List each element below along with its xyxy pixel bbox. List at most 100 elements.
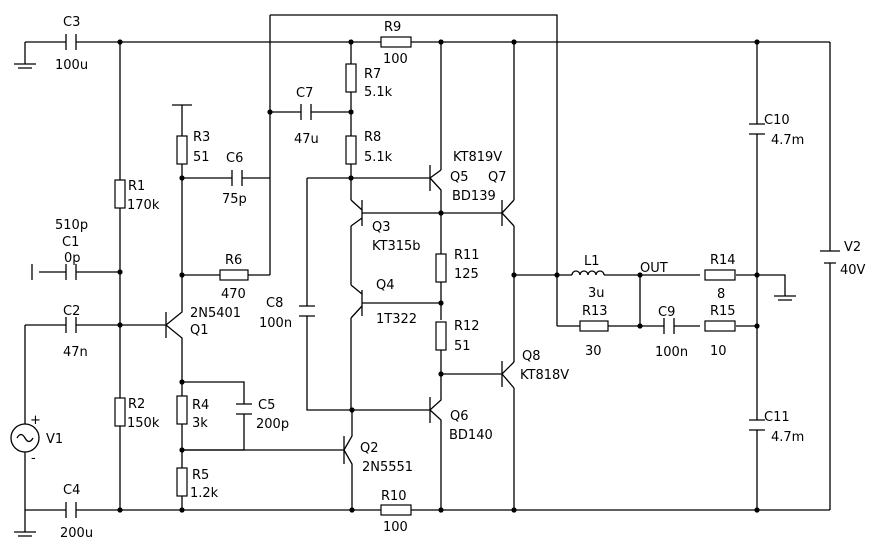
resistor-r15: R15 10 xyxy=(704,304,736,359)
c10-ref: C10 xyxy=(764,113,790,128)
r8-value: 5.1k xyxy=(364,150,393,165)
c1-alt-value: 510p xyxy=(55,218,88,233)
junction-dot xyxy=(267,109,273,115)
c2-value: 47n xyxy=(63,345,88,360)
c5-ref: C5 xyxy=(258,398,275,413)
r15-ref: R15 xyxy=(710,304,736,319)
resistor-r6: R6 470 xyxy=(219,253,249,302)
resistor-r11: R11 125 xyxy=(435,248,480,283)
junction-dot xyxy=(438,371,444,377)
q7-ref: Q7 xyxy=(488,170,507,185)
junction-dot xyxy=(754,507,760,513)
transistor-q1: 2N5401 Q1 xyxy=(165,306,241,338)
q1-type: 2N5401 xyxy=(190,306,241,321)
q8-ref: Q8 xyxy=(522,349,541,364)
resistor-r2: R2 150k xyxy=(114,397,160,431)
l1-value: 3u xyxy=(588,286,605,301)
transistor-q4: Q4 1T322 xyxy=(361,278,417,327)
c4-value: 200u xyxy=(60,526,93,541)
r9-value: 100 xyxy=(383,52,408,67)
junction-dot xyxy=(117,269,123,275)
resistor-r8: R8 5.1k xyxy=(345,130,393,165)
r2-ref: R2 xyxy=(128,397,145,412)
c11-value: 4.7m xyxy=(771,430,804,445)
c2-ref: C2 xyxy=(63,304,80,319)
r7-ref: R7 xyxy=(364,67,381,82)
junction-dot xyxy=(117,39,123,45)
v1-ref: V1 xyxy=(46,432,63,447)
transistor-q6: Q6 BD140 xyxy=(429,397,493,443)
r5-ref: R5 xyxy=(192,468,209,483)
junction-dots xyxy=(117,39,760,513)
junction-dot xyxy=(348,175,354,181)
l1-ref: L1 xyxy=(584,254,600,269)
junction-dot xyxy=(511,507,517,513)
junction-dot xyxy=(438,39,444,45)
junction-dot xyxy=(348,109,354,115)
r13-value: 30 xyxy=(585,344,602,359)
q5-ref: Q5 xyxy=(450,170,469,185)
junction-dot xyxy=(637,272,643,278)
q2-type: 2N5551 xyxy=(362,460,413,475)
capacitor-c7: C7 47u xyxy=(294,86,319,147)
transistor-q2: Q2 2N5551 xyxy=(343,436,413,475)
c10-value: 4.7m xyxy=(771,133,804,148)
junction-dot xyxy=(754,39,760,45)
r10-value: 100 xyxy=(383,520,408,535)
inductor-l1: L1 3u xyxy=(571,254,605,301)
v1-plus: + xyxy=(30,413,41,428)
c1-value: 0p xyxy=(64,251,81,266)
r11-value: 125 xyxy=(454,267,479,282)
v2-ref: V2 xyxy=(844,240,861,255)
r7-value: 5.1k xyxy=(364,85,393,100)
transistor-q7: Q7 xyxy=(488,170,507,226)
ground-c4-icon xyxy=(14,531,36,537)
r8-ref: R8 xyxy=(364,130,381,145)
junction-dot xyxy=(117,322,123,328)
resistor-r1: R1 170k xyxy=(114,179,160,213)
r11-ref: R11 xyxy=(454,248,480,263)
junction-dot xyxy=(637,323,643,329)
capacitor-c5: C5 200p xyxy=(236,398,289,432)
c8-value: 100n xyxy=(259,316,292,331)
transistor-q3: Q3 KT315b xyxy=(361,200,421,254)
junction-dot xyxy=(754,272,760,278)
r4-value: 3k xyxy=(192,416,208,431)
q6-ref: Q6 xyxy=(450,409,469,424)
q8-type: KT818V xyxy=(520,368,569,383)
q5-type-alt: KT819V xyxy=(453,150,502,165)
q3-type: KT315b xyxy=(372,239,421,254)
resistor-r5: R5 1.2k xyxy=(176,467,219,501)
r4-ref: R4 xyxy=(192,398,209,413)
resistor-r9: R9 100 xyxy=(380,20,412,67)
capacitor-c4: C4 200u xyxy=(60,483,93,541)
r1-ref: R1 xyxy=(128,179,145,194)
c1-ref: C1 xyxy=(62,235,79,250)
q2-ref: Q2 xyxy=(360,441,379,456)
ground-output-icon xyxy=(774,295,796,301)
c8-ref: C8 xyxy=(266,296,283,311)
transistor-q8: Q8 KT818V xyxy=(501,349,569,387)
capacitor-c11: C11 4.7m xyxy=(749,410,804,445)
r14-ref: R14 xyxy=(710,253,736,268)
capacitor-c6: C6 75p xyxy=(222,151,247,207)
r5-value: 1.2k xyxy=(190,486,219,501)
r6-ref: R6 xyxy=(225,253,242,268)
c3-value: 100u xyxy=(55,58,88,73)
c5-value: 200p xyxy=(256,417,289,432)
q4-ref: Q4 xyxy=(376,278,395,293)
capacitor-c1: 510p C1 0p xyxy=(55,218,88,280)
c9-ref: C9 xyxy=(658,305,675,320)
r3-ref: R3 xyxy=(193,130,210,145)
junction-dot xyxy=(554,272,560,278)
c3-ref: C3 xyxy=(63,15,80,30)
q6-type: BD140 xyxy=(449,428,493,443)
q5-type: BD139 xyxy=(452,189,496,204)
out-net-label: OUT xyxy=(640,261,668,276)
q1-ref: Q1 xyxy=(190,323,209,338)
source-v2: V2 40V xyxy=(820,240,866,278)
r2-value: 150k xyxy=(127,416,160,431)
resistor-r7: R7 5.1k xyxy=(345,63,393,100)
capacitor-c8: C8 100n xyxy=(259,296,315,331)
